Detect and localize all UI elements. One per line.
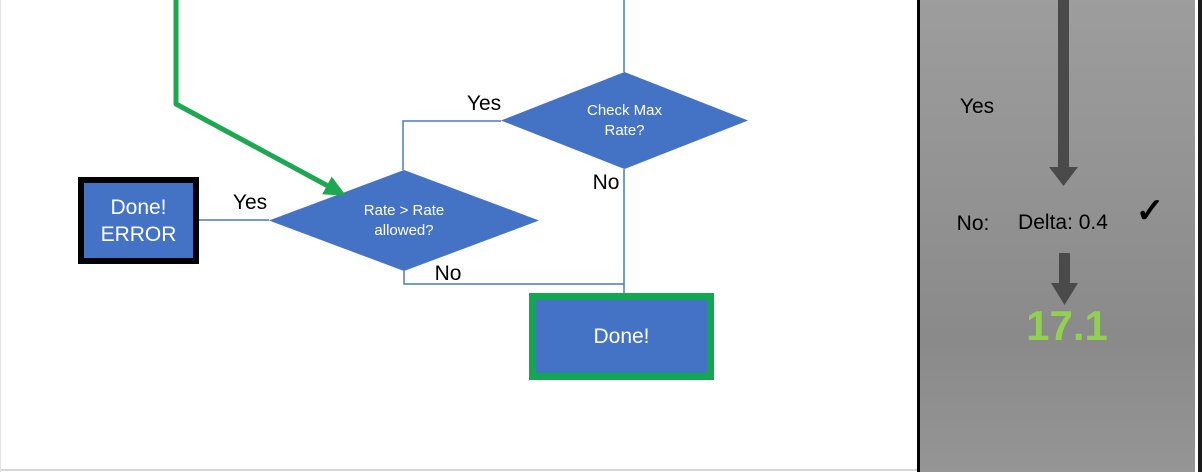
panel-yes-label: Yes: [959, 95, 995, 118]
terminal-done-error-line1: Done!: [110, 195, 167, 219]
panel-no-label: No:: [956, 212, 990, 235]
edge-label-rate-allowed-no: No: [434, 262, 462, 285]
edge-label-check-max-no: No: [592, 171, 620, 194]
panel-right-gap: [1195, 0, 1198, 472]
decision-check-max-rate-label-line2: Rate?: [604, 121, 645, 139]
terminal-done-label: Done!: [593, 325, 650, 348]
decision-check-max-rate: Check Max Rate?: [501, 72, 748, 169]
edge-label-check-max-yes: Yes: [466, 92, 502, 115]
terminal-done-error-line2: ERROR: [100, 222, 177, 246]
decision-check-max-rate-label-line1: Check Max: [586, 101, 663, 119]
panel-result-value: 17.1: [1026, 302, 1108, 349]
decision-rate-allowed: Rate > Rate allowed?: [269, 170, 539, 271]
panel-right-border: [1198, 0, 1202, 472]
edge-label-rate-allowed-yes: Yes: [232, 191, 268, 214]
side-panel: Yes No: Delta: 0.4 ✓ 17.1: [917, 0, 1195, 472]
slide-bottom-edge: [1, 469, 917, 471]
green-flow-arrow: [173, 0, 347, 196]
connector-check-max-yes: [402, 120, 501, 170]
panel-delta-value: Delta: 0.4: [1018, 211, 1108, 234]
terminal-done-error: Done! ERROR: [78, 177, 199, 264]
terminal-done: Done!: [529, 293, 714, 380]
checkmark-icon: ✓: [1135, 192, 1165, 230]
decision-rate-allowed-label-line1: Rate > Rate: [363, 201, 445, 219]
decision-rate-allowed-label-line2: allowed?: [374, 221, 434, 239]
